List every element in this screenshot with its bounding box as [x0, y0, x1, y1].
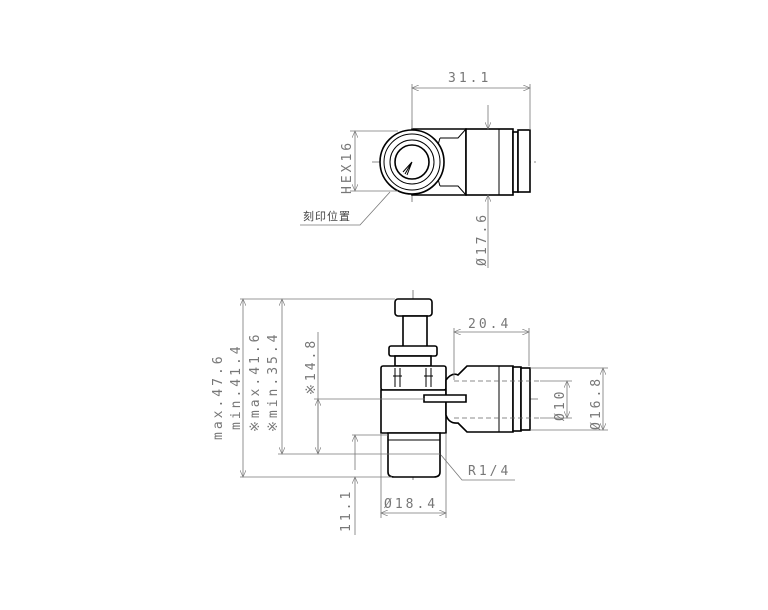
dim-hex: HEX16 — [340, 140, 355, 194]
dim-diameter: Ø17.6 — [475, 212, 490, 266]
side-view: max.47.6 min.41.4 ※max.41.6 ※min.35.4 ※1… — [211, 290, 608, 535]
thread-spec-label: R1/4 — [468, 464, 511, 479]
dim-thread-length: 11.1 — [339, 489, 354, 532]
dim-overall-min: min.41.4 — [229, 343, 244, 430]
dim-overall-max: max.47.6 — [211, 353, 226, 440]
dim-ref-height: ※14.8 — [304, 338, 319, 395]
marking-position-label: 刻印位置 — [303, 209, 351, 223]
dim-ref-min: ※min.35.4 — [266, 331, 281, 432]
dim-body-diameter: Ø18.4 — [384, 497, 438, 512]
dim-fitting-diameter: Ø16.8 — [589, 376, 604, 430]
top-view: 31.1 HEX16 Ø17.6 刻印位置 — [300, 71, 536, 268]
dim-ref-max: ※max.41.6 — [248, 331, 263, 432]
dim-width: 31.1 — [448, 71, 491, 86]
dim-tube-diameter: Ø10 — [553, 389, 568, 421]
dim-port-length: 20.4 — [468, 317, 511, 332]
